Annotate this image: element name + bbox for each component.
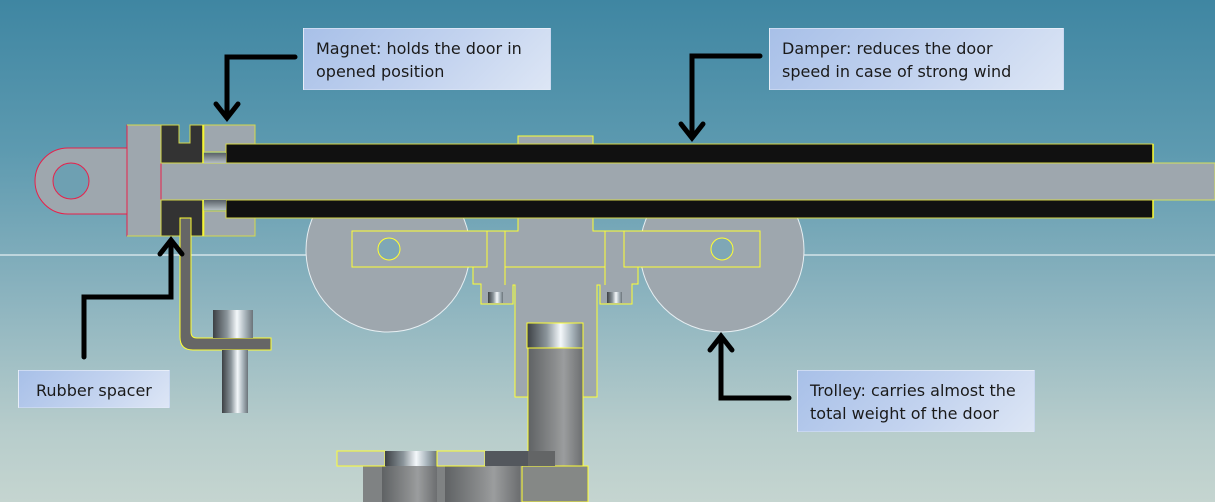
callout-magnet-line-2: opened position — [316, 62, 445, 81]
eye-hole — [52, 162, 90, 200]
trolley-body — [351, 135, 761, 398]
bolt — [213, 310, 253, 413]
callout-trolley-line-2: total weight of the door — [810, 404, 999, 423]
callout-rubber-spacer: Rubber spacer — [18, 370, 170, 408]
door-rod — [159, 162, 1215, 201]
damper-arrow — [689, 53, 763, 139]
washer-2 — [385, 451, 437, 466]
rubber-spacer-arrow — [81, 239, 174, 360]
trolley-pin — [526, 322, 584, 469]
magnet-arrow — [224, 54, 298, 119]
trolley-axle-bar-right — [623, 230, 761, 268]
axle-hole-left — [377, 237, 401, 261]
eye-bracket — [34, 124, 162, 237]
washer-1 — [336, 450, 386, 467]
trolley-screws — [488, 292, 622, 303]
damper-tube-bottom — [225, 199, 1154, 219]
callout-magnet: Magnet: holds the door in opened positio… — [303, 28, 551, 90]
trolley-axle-bar-left — [351, 230, 488, 268]
axle-hole-right — [710, 237, 734, 261]
callout-trolley: Trolley: carries almost the total weight… — [797, 370, 1035, 432]
callout-rubber-spacer-line-1: Rubber spacer — [36, 381, 152, 400]
callout-damper-line-1: Damper: reduces the door — [782, 39, 993, 58]
magnet-housing — [203, 124, 256, 237]
trolley-arrow — [718, 335, 792, 401]
callout-arrows — [81, 53, 792, 401]
washer-3 — [436, 450, 486, 467]
callout-magnet-line-1: Magnet: holds the door in — [316, 39, 522, 58]
callout-trolley-line-1: Trolley: carries almost the — [810, 381, 1016, 400]
damper-tube-top — [225, 143, 1154, 164]
callout-damper: Damper: reduces the door speed in case o… — [769, 28, 1064, 90]
callout-damper-line-2: speed in case of strong wind — [782, 62, 1012, 81]
bottom-base — [336, 450, 589, 502]
l-bracket — [179, 217, 272, 351]
washer-4 — [485, 451, 528, 466]
